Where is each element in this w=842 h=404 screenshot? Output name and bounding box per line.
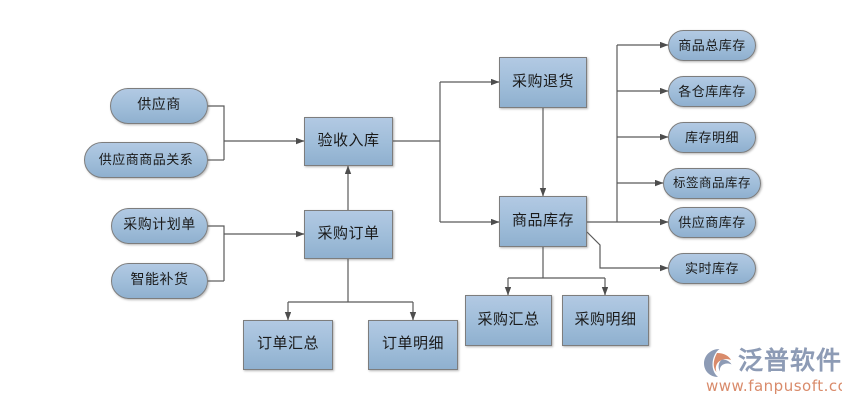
fanpusoft-watermark: 泛普软件 www.fanpusoft.com — [700, 345, 842, 401]
logo-url: www.fanpusoft.com — [706, 377, 842, 395]
node-purchase-return[interactable]: 采购退货 — [499, 57, 587, 108]
node-supplier[interactable]: 供应商 — [110, 88, 208, 124]
node-label: 采购订单 — [317, 225, 380, 242]
node-label: 供应商库存 — [678, 214, 746, 230]
node-realtime-stock[interactable]: 实时库存 — [668, 253, 756, 284]
node-label: 库存明细 — [684, 129, 739, 145]
node-label: 各仓库库存 — [678, 83, 746, 99]
node-stock-detail[interactable]: 库存明细 — [668, 122, 756, 153]
node-label: 实时库存 — [684, 260, 739, 276]
node-label: 供应商商品关系 — [98, 152, 194, 168]
node-label: 验收入库 — [317, 132, 380, 149]
node-total-stock[interactable]: 商品总库存 — [668, 30, 756, 61]
node-label: 采购汇总 — [477, 311, 540, 328]
logo-wordmark: 泛普软件 — [738, 346, 842, 375]
node-purchase-summary[interactable]: 采购汇总 — [465, 295, 552, 346]
node-receive-stock[interactable]: 验收入库 — [304, 117, 393, 166]
node-label: 采购计划单 — [123, 217, 196, 233]
node-supplier-goods-relation[interactable]: 供应商商品关系 — [84, 142, 208, 178]
edge-supplier-bus — [208, 105, 225, 160]
node-label: 标签商品库存 — [672, 175, 751, 190]
node-purchase-plan[interactable]: 采购计划单 — [111, 208, 208, 244]
node-label: 商品库存 — [511, 212, 574, 229]
node-label: 采购明细 — [574, 311, 637, 328]
fanpusoft-logo-icon — [704, 349, 732, 377]
node-order-detail[interactable]: 订单明细 — [368, 320, 458, 370]
node-label: 供应商 — [137, 97, 181, 113]
edge-plan-bus — [208, 225, 225, 281]
edge-to-realtime-stock — [586, 231, 669, 272]
node-warehouse-stock[interactable]: 各仓库库存 — [668, 76, 756, 107]
node-purchase-order[interactable]: 采购订单 — [304, 210, 393, 259]
node-purchase-detail[interactable]: 采购明细 — [562, 295, 649, 346]
node-smart-replenishment[interactable]: 智能补货 — [111, 263, 208, 299]
node-tag-goods-stock[interactable]: 标签商品库存 — [663, 168, 761, 199]
node-order-summary[interactable]: 订单汇总 — [243, 320, 333, 370]
node-supplier-stock[interactable]: 供应商库存 — [668, 207, 756, 238]
node-label: 订单汇总 — [256, 336, 319, 353]
node-label: 订单明细 — [381, 336, 444, 353]
node-goods-stock[interactable]: 商品库存 — [499, 196, 587, 247]
node-label: 智能补货 — [130, 272, 189, 288]
node-label: 商品总库存 — [678, 37, 746, 53]
node-label: 采购退货 — [511, 73, 574, 90]
